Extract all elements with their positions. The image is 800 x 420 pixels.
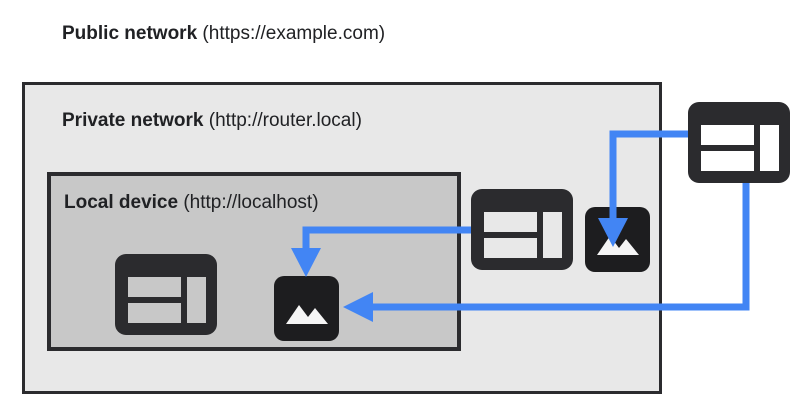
local-device-label: Local device (http://localhost) [64,192,319,214]
public-network-name: Public network [62,23,198,44]
webpage-icon [688,102,790,183]
webpage-icon [115,254,217,335]
image-icon [585,207,650,272]
image-icon [274,276,339,341]
local-device-name: Local device [64,192,179,213]
local-device-url: (http://localhost) [183,192,319,213]
private-network-name: Private network [62,110,204,131]
webpage-icon [471,189,573,270]
private-network-label: Private network (http://router.local) [62,110,362,132]
public-network-label: Public network (https://example.com) [62,23,385,45]
private-network-url: (http://router.local) [208,110,362,131]
public-network-url: (https://example.com) [202,23,386,44]
